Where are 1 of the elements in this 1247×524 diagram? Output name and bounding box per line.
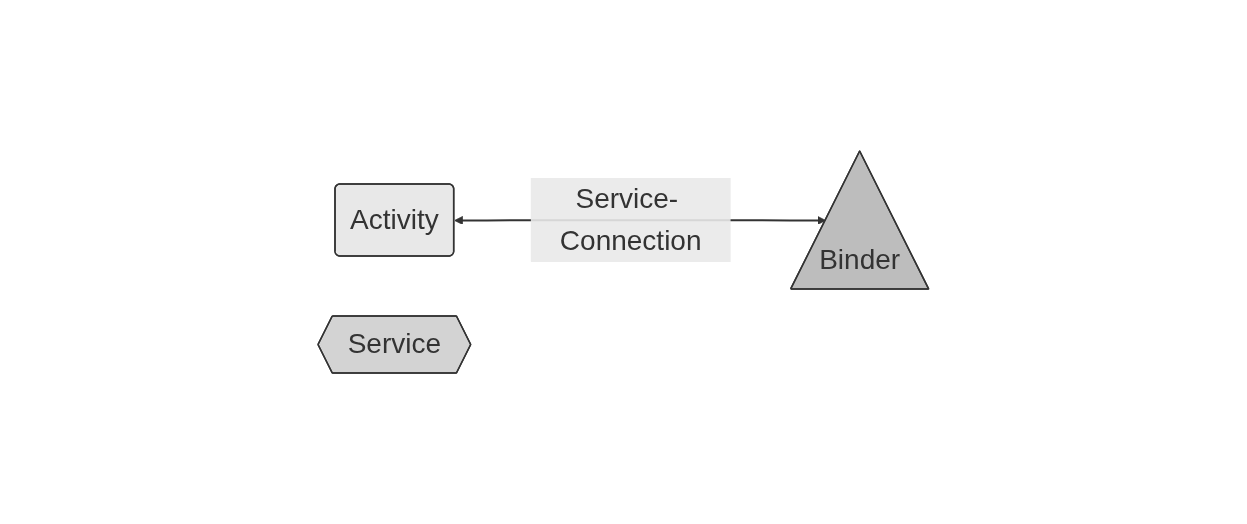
edge-label: Service- Connection	[560, 182, 702, 256]
